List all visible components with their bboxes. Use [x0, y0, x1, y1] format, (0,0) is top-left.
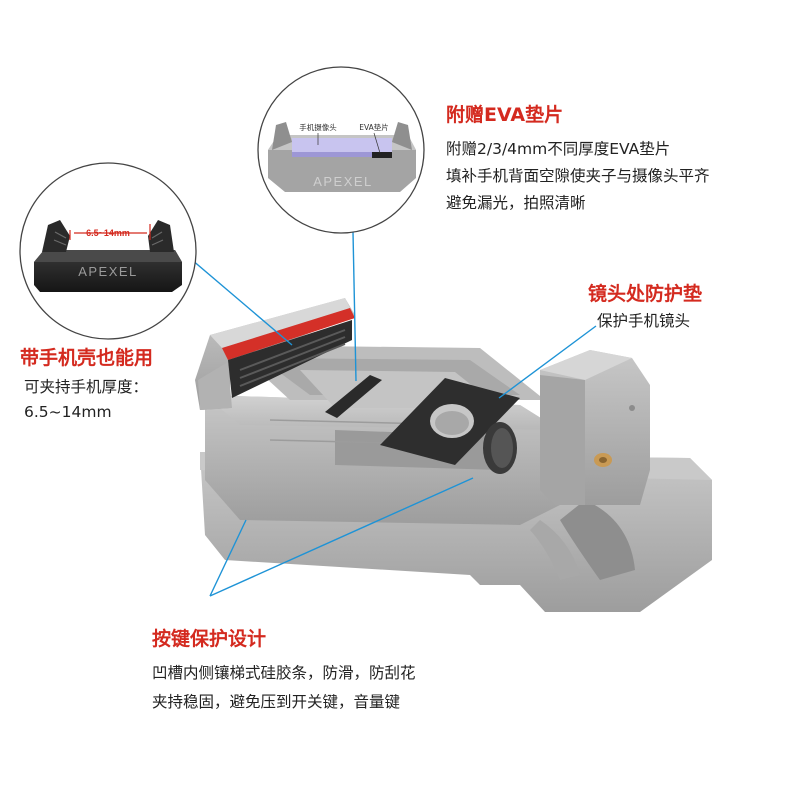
button-line-1: 凹槽内侧镶梯式硅胶条，防滑，防刮花 [152, 664, 416, 682]
eva-line-2: 填补手机背面空隙使夹子与摄像头平齐 [446, 167, 710, 185]
inset-left-brand: APEXEL [78, 264, 138, 279]
inset-top-label-eva: EVA垫片 [359, 122, 389, 132]
case-line-1: 可夹持手机厚度： [24, 378, 149, 396]
inset-top-label-camera: 手机摄像头 [299, 122, 337, 132]
eva-title: 附赠EVA垫片 [446, 104, 564, 126]
case-line-2: 6.5~14mm [24, 403, 112, 421]
right-jaw [540, 350, 650, 505]
lens-pad [380, 378, 520, 465]
inset-top-brand: APEXEL [313, 174, 373, 189]
eva-line-1: 附赠2/3/4mm不同厚度EVA垫片 [446, 140, 671, 158]
case-title: 带手机壳也能用 [20, 347, 154, 369]
inset-left-dimension: 6.5~14mm [86, 228, 130, 238]
lens-pad-line-1: 保护手机镜头 [597, 312, 691, 330]
leader-lines [177, 231, 597, 597]
left-jaw [195, 298, 355, 410]
phone-clamp-icon [195, 298, 712, 612]
button-title: 按键保护设计 [152, 628, 267, 650]
eva-line-3: 避免漏光，拍照清晰 [446, 194, 586, 212]
eva-detail-icon: 手机摄像头 EVA垫片 APEXEL [257, 66, 425, 234]
button-line-2: 夹持稳固，避免压到开关键，音量键 [152, 693, 401, 711]
eva-strip [325, 375, 382, 418]
clamp-detail-icon: 6.5~14mm APEXEL [19, 162, 197, 340]
lens-pad-title: 镜头处防护垫 [588, 283, 703, 305]
